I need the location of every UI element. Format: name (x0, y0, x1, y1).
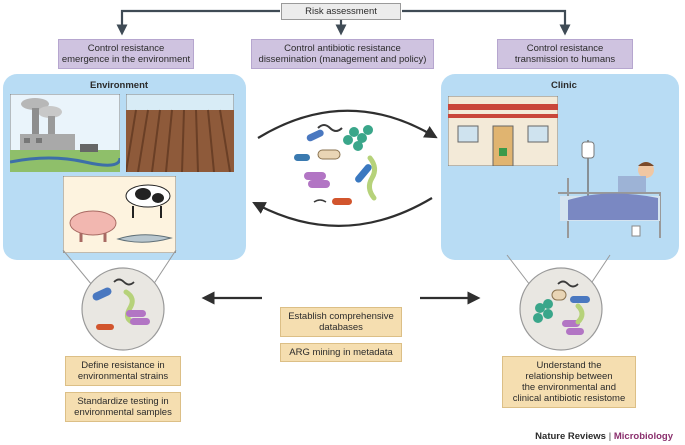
clinic-title: Clinic (551, 80, 577, 91)
env-control-box: Control resistance emergence in the envi… (58, 39, 194, 69)
environment-title: Environment (90, 80, 149, 91)
env-control-line2: emergence in the environment (61, 54, 191, 65)
databases-line2: databases (319, 322, 363, 333)
patient-bed-illustration (558, 140, 661, 238)
define-line2: environmental strains (77, 371, 169, 382)
understand-line4: clinical antibiotic resistome (512, 393, 626, 404)
journal-name: Nature Reviews (535, 431, 606, 442)
risk-assessment-label: Risk assessment (305, 6, 377, 17)
environmental-microbes-circle (81, 267, 165, 351)
env-control-line1: Control resistance (87, 43, 165, 54)
clinical-microbes-circle (519, 267, 603, 351)
hospital-building-illustration (448, 96, 558, 166)
farm-field-illustration (126, 94, 234, 172)
standardize-line2: environmental samples (74, 407, 172, 418)
understand-line1: Understand the (536, 360, 602, 371)
standardize-testing-box: Standardize testing in environmental sam… (65, 392, 181, 422)
define-line1: Define resistance in (81, 360, 165, 371)
arg-mining-label: ARG mining in metadata (289, 347, 393, 358)
journal-section: Microbiology (613, 431, 673, 442)
farm-animals-illustration (63, 176, 176, 253)
risk-assessment-box: Risk assessment (281, 3, 401, 20)
dissemination-line2: dissemination (management and policy) (258, 54, 427, 65)
transmission-line1: Control resistance (526, 43, 604, 54)
establish-databases-box: Establish comprehensive databases (280, 307, 402, 337)
journal-credit: Nature Reviews | Microbiology (535, 431, 673, 442)
transmission-line2: transmission to humans (514, 54, 616, 65)
central-microbes-illustration (294, 124, 378, 205)
databases-line1: Establish comprehensive (288, 311, 394, 322)
factory-illustration (10, 94, 120, 172)
define-resistance-box: Define resistance in environmental strai… (65, 356, 181, 386)
journal-separator: | (605, 431, 614, 442)
understand-line3: the environmental and (521, 382, 616, 393)
understand-relationship-box: Understand the relationship between the … (502, 356, 636, 408)
dissemination-line1: Control antibiotic resistance (284, 43, 401, 54)
transmission-control-box: Control resistance transmission to human… (497, 39, 633, 69)
arg-mining-box: ARG mining in metadata (280, 343, 402, 362)
standardize-line1: Standardize testing in (77, 396, 169, 407)
dissemination-control-box: Control antibiotic resistance disseminat… (251, 39, 434, 69)
understand-line2: relationship between (525, 371, 613, 382)
